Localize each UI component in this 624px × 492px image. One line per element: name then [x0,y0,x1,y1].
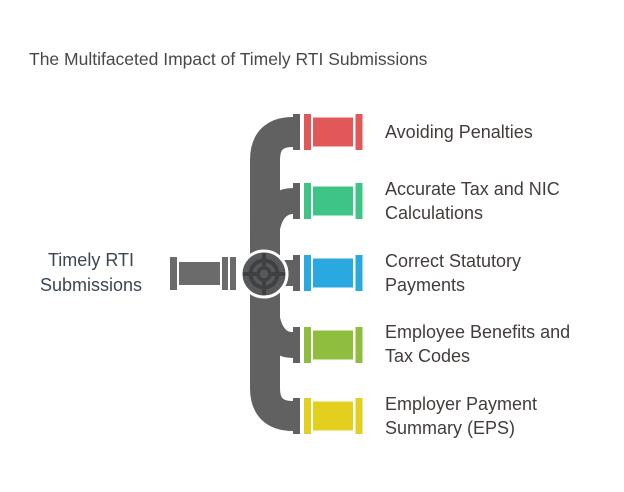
center-node-line: Submissions [39,275,143,295]
branch-curve-green [252,188,295,253]
pipe-body [313,186,353,216]
branch-label-line: Payments [385,275,466,295]
input-pipe-flange [230,257,236,290]
branch-label-accurate-tax: Accurate Tax and NIC Calculations [385,177,560,225]
branch-pipe-statutory-payments [304,255,363,291]
pipe-flange [304,183,311,219]
branch-curve-olive [252,295,295,358]
branch-label-eps: Employer Payment Summary (EPS) [385,392,537,440]
input-pipe-flange [222,257,228,290]
branch-label-line: Avoiding Penalties [385,122,533,142]
branch-gray-flange [293,183,300,219]
pipe-flange [304,398,311,434]
diagram-title: The Multifaceted Impact of Timely RTI Su… [29,49,428,69]
pipe-flange [304,114,311,150]
branch-gray-flange [293,327,300,363]
branch-gray-flange [293,398,300,434]
branch-label-avoiding-penalties: Avoiding Penalties [385,120,533,144]
hub-center-cap [256,266,272,282]
pipe-flange [304,255,311,291]
valve-hub-icon [239,249,289,299]
branch-pipe-eps [304,398,363,434]
branch-gray-flanges [293,114,300,434]
center-node-line: Timely RTI [47,250,134,270]
branch-label-line: Calculations [385,203,484,223]
input-pipe-flange [170,257,177,290]
branch-label-line: Tax Codes [385,346,471,366]
center-node-label: Timely RTI Submissions [11,248,171,298]
branch-label-employee-benefits: Employee Benefits and Tax Codes [385,320,570,368]
pipe-body [313,401,353,431]
branch-pipe-avoiding-penalties [304,114,363,150]
pipe-flange [355,398,363,434]
hub-center [256,266,272,282]
pipe-flange [304,327,311,363]
branch-label-line: Employer Payment [385,394,538,414]
pipe-body [313,117,353,147]
branch-label-line: Employee Benefits and [385,322,571,342]
branch-gray-flange [293,114,300,150]
input-pipe [170,257,236,290]
branch-label-line: Accurate Tax and NIC [385,179,560,199]
pipe-body [313,330,353,360]
pipe-flange [355,255,363,291]
branch-label-statutory-payments: Correct Statutory Payments [385,249,521,297]
pipe-flange [355,183,363,219]
pipe-flange [355,327,363,363]
branch-label-line: Summary (EPS) [385,418,516,438]
branch-label-line: Correct Statutory [385,251,522,271]
pipe-flange [355,114,363,150]
branch-gray-flange [293,255,300,291]
branch-pipe-accurate-tax [304,183,363,219]
input-pipe-body [179,262,220,285]
branch-pipe-employee-benefits [304,327,363,363]
pipe-body [313,258,353,288]
